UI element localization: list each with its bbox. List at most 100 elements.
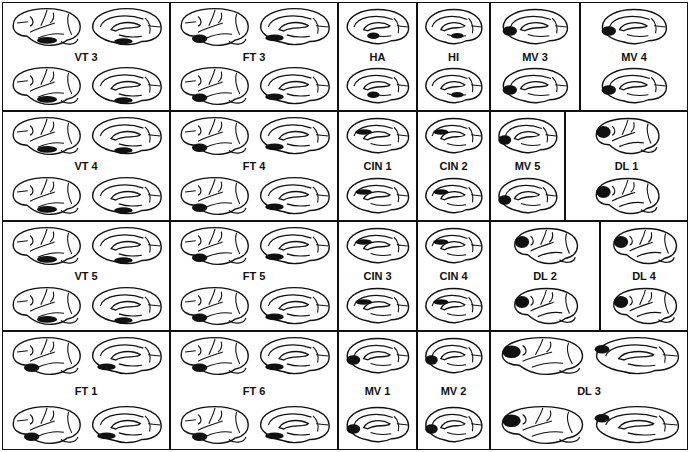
- brain-drawing: [13, 228, 80, 265]
- lesion-mark: [602, 26, 616, 36]
- panel-cell: CIN 4: [417, 221, 490, 331]
- brain-outline: [426, 10, 482, 44]
- lesion-mark: [498, 135, 511, 145]
- brain-outline: [181, 68, 248, 105]
- brain-drawing: [181, 178, 248, 215]
- brain-drawing: [13, 338, 80, 375]
- brain-drawing: [515, 289, 578, 324]
- brain-outline: [93, 9, 162, 45]
- brain-outline: [347, 69, 408, 103]
- brain-drawing: [502, 407, 582, 444]
- case-label: FT 5: [241, 270, 268, 283]
- brain-drawing: [426, 289, 482, 323]
- lesion-mark: [596, 186, 610, 198]
- brain-outline: [93, 338, 162, 374]
- brain-outline: [347, 179, 408, 213]
- brain-drawing: [93, 407, 162, 443]
- brain-drawing: [614, 289, 677, 324]
- brain-drawing: [515, 229, 578, 264]
- brain-drawing: [93, 338, 162, 374]
- brain-outline: [614, 289, 677, 324]
- brain-outline: [261, 178, 330, 214]
- panel-cell: FT 3: [170, 2, 338, 111]
- brain-drawing: [347, 179, 408, 213]
- case-label: FT 3: [241, 50, 268, 63]
- lesion-mark: [503, 26, 517, 36]
- lesion-mark: [114, 257, 132, 263]
- brain-drawing: [181, 9, 248, 46]
- case-label: CIN 3: [361, 270, 393, 283]
- brain-drawing: [595, 338, 679, 374]
- brain-outline: [181, 407, 248, 444]
- brain-drawing: [347, 69, 408, 103]
- brain-outline: [261, 288, 330, 324]
- brain-outline: [261, 68, 330, 104]
- brain-drawing: [346, 408, 408, 442]
- panel-cell: CIN 2: [417, 111, 490, 221]
- brain-drawing: [426, 179, 482, 213]
- brain-outline: [596, 179, 659, 214]
- lesion-mark: [37, 316, 57, 323]
- case-label: DL 4: [630, 270, 658, 283]
- brain-drawing: [261, 9, 330, 45]
- brain-drawing: [93, 228, 162, 264]
- lesion-mark: [433, 299, 448, 305]
- brain-outline: [502, 407, 582, 444]
- brain-outline: [426, 229, 482, 263]
- brain-outline: [347, 408, 408, 442]
- brain-outline: [261, 338, 330, 374]
- brain-drawing: [425, 339, 482, 373]
- lesion-mark: [498, 195, 511, 205]
- case-label: FT 4: [241, 160, 268, 173]
- panel-cell: MV 5: [490, 111, 565, 221]
- brain-outline: [93, 228, 162, 264]
- brain-drawing: [181, 288, 248, 325]
- brain-drawing: [93, 288, 162, 324]
- lesion-mark: [265, 144, 283, 151]
- brain-outline: [515, 229, 578, 264]
- brain-outline: [499, 119, 557, 153]
- brain-outline: [181, 228, 248, 265]
- lesion-mark: [425, 355, 438, 365]
- brain-drawing: [93, 178, 162, 214]
- brain-outline: [347, 229, 408, 263]
- brain-outline: [426, 179, 482, 213]
- lesion-mark: [367, 92, 379, 98]
- brain-drawing: [13, 9, 80, 46]
- lesion-mark: [114, 207, 132, 213]
- brain-outline: [426, 69, 482, 103]
- case-label: HI: [446, 50, 461, 63]
- case-label: VT 5: [72, 270, 99, 283]
- brain-outline: [515, 289, 578, 324]
- brain-outline: [261, 407, 330, 443]
- brain-drawing: [181, 407, 248, 444]
- case-label: MV 3: [520, 50, 550, 63]
- brain-outline: [93, 118, 162, 154]
- case-label: MV 1: [363, 384, 393, 397]
- brain-drawing: [181, 228, 248, 265]
- brain-drawing: [346, 339, 408, 373]
- brain-outline: [181, 288, 248, 325]
- brain-outline: [261, 9, 330, 45]
- lesion-mark: [24, 364, 39, 372]
- lesion-mark: [433, 129, 448, 135]
- lesion-mark: [192, 254, 207, 262]
- lesion-mark: [433, 189, 448, 195]
- lesion-mark: [502, 346, 520, 359]
- case-label: VT 3: [72, 50, 99, 63]
- lesion-mark: [265, 314, 283, 321]
- brain-drawing: [503, 10, 568, 44]
- lesion-mark: [425, 424, 438, 434]
- brain-drawing: [13, 288, 80, 325]
- lesion-mark: [114, 97, 132, 103]
- panel-cell: VT 3: [2, 2, 170, 111]
- lesion-mark: [97, 364, 115, 371]
- brain-outline: [13, 407, 80, 444]
- brain-outline: [347, 119, 408, 153]
- brain-outline: [93, 407, 162, 443]
- lesion-mark: [114, 38, 132, 44]
- lesion-mark: [265, 204, 283, 211]
- lesion-mark: [614, 236, 628, 248]
- brain-drawing: [13, 178, 80, 215]
- brain-outline: [13, 68, 80, 105]
